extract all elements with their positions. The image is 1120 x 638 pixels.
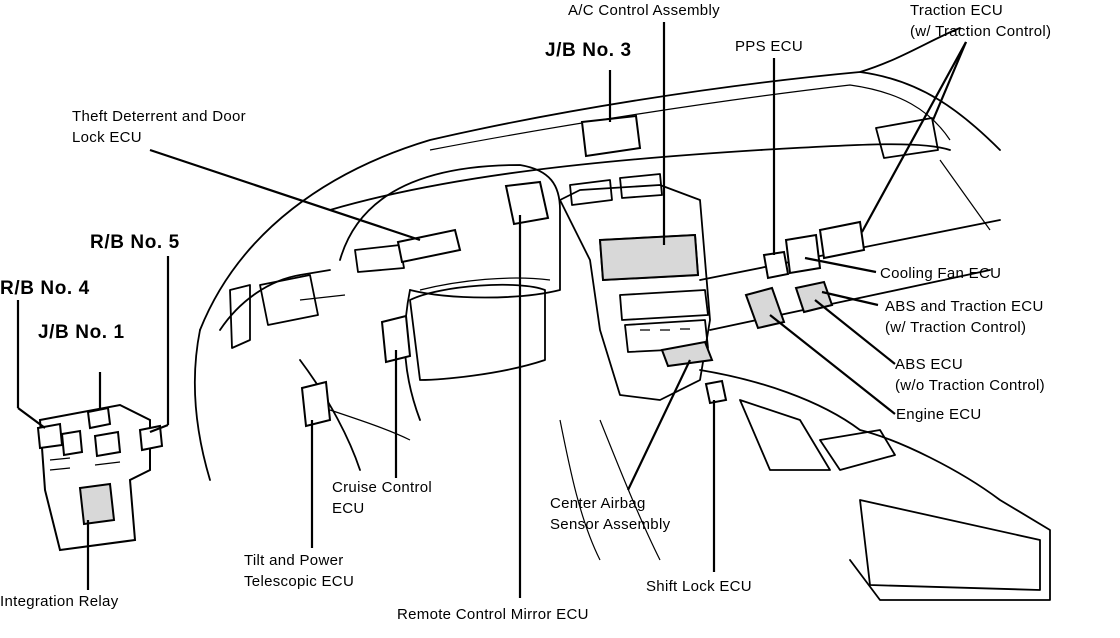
label-jb-no-1: J/B No. 1 [38, 322, 125, 343]
cruise-ecu-box [380, 314, 412, 364]
label-integration-relay: Integration Relay [0, 593, 119, 610]
label-abs-traction-ecu: ABS and Traction ECU (w/ Traction Contro… [885, 296, 1044, 338]
label-traction-ecu: Traction ECU (w/ Traction Control) [910, 0, 1051, 42]
leader-lines [16, 22, 968, 598]
label-abs-traction-line1: ABS and Traction ECU [885, 298, 1044, 315]
label-abs-traction-line2: (w/ Traction Control) [885, 319, 1027, 336]
label-theft-deterrent-ecu: Theft Deterrent and Door Lock ECU [72, 106, 246, 148]
label-tilt-telescopic-ecu: Tilt and Power Telescopic ECU [244, 550, 354, 592]
label-traction-ecu-line1: Traction ECU [910, 2, 1004, 19]
cooling-fan-ecu-box [784, 233, 822, 275]
label-abs-ecu-line1: ABS ECU [895, 356, 963, 373]
components [36, 114, 866, 552]
label-cruise-control-ecu: Cruise Control ECU [332, 477, 432, 519]
label-theft-line2: Lock ECU [72, 129, 142, 146]
label-rb-no-5: R/B No. 5 [90, 232, 180, 253]
theft-ecu-box [396, 228, 462, 264]
label-center-airbag-sensor: Center Airbag Sensor Assembly [550, 493, 670, 535]
label-ac-control-assembly: A/C Control Assembly [568, 2, 720, 19]
label-cooling-fan-ecu: Cooling Fan ECU [880, 265, 1002, 282]
label-shift-lock-ecu: Shift Lock ECU [646, 578, 752, 595]
label-airbag-line1: Center Airbag [550, 495, 646, 512]
remote-mirror-ecu-box [504, 180, 550, 226]
label-jb-no-3: J/B No. 3 [545, 40, 632, 61]
traction-ecu-box [818, 220, 866, 260]
ac-control-box [598, 233, 700, 282]
pps-ecu-box [762, 250, 790, 280]
abs-traction-ecu-box [794, 280, 834, 314]
jb3-box [580, 114, 642, 158]
shift-lock-ecu-box [704, 379, 728, 405]
label-cruise-line1: Cruise Control [332, 479, 433, 496]
label-traction-ecu-line2: (w/ Traction Control) [910, 23, 1052, 40]
label-theft-line1: Theft Deterrent and Door [72, 108, 246, 125]
tilt-ecu-box [300, 380, 332, 428]
label-airbag-line2: Sensor Assembly [550, 516, 671, 533]
label-remote-control-mirror-ecu: Remote Control Mirror ECU [397, 606, 589, 623]
airbag-sensor-box [660, 340, 714, 368]
label-tilt-line1: Tilt and Power [244, 552, 344, 569]
relay-block [36, 403, 164, 552]
label-tilt-line2: Telescopic ECU [244, 573, 355, 590]
label-pps-ecu: PPS ECU [735, 38, 803, 55]
label-cruise-line2: ECU [332, 500, 365, 517]
label-abs-ecu: ABS ECU (w/o Traction Control) [895, 354, 1045, 396]
label-rb-no-4: R/B No. 4 [0, 278, 90, 299]
label-engine-ecu: Engine ECU [896, 406, 982, 423]
label-abs-ecu-line2: (w/o Traction Control) [895, 377, 1045, 394]
